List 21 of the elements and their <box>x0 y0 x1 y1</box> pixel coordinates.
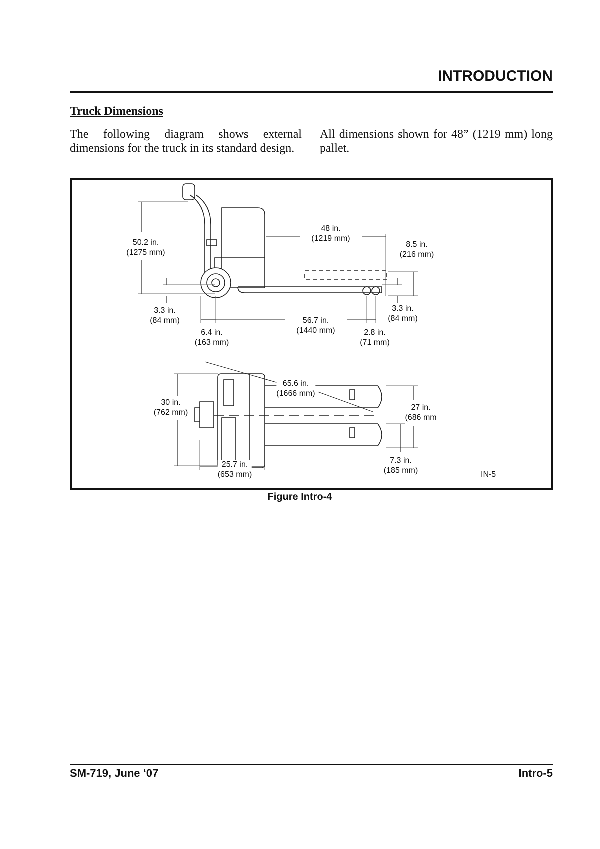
page-number: Intro-5 <box>518 768 553 780</box>
dimension-label: 56.7 in. (1440 mm) <box>296 316 336 336</box>
figure-caption: Figure Intro-4 <box>266 492 334 503</box>
dimension-label: 3.3 in. (84 mm) <box>150 306 180 326</box>
dimension-label: 30 in. (762 mm) <box>154 398 188 418</box>
section-heading: INTRODUCTION <box>438 68 553 85</box>
footer-text: SM-719, June ‘07 <box>70 768 159 780</box>
dimension-label: 65.6 in. (1666 mm) <box>276 379 316 399</box>
dimension-label: 6.4 in. (163 mm) <box>194 328 230 348</box>
dimension-label: 48 in. (1219 mm) <box>312 224 350 244</box>
dimension-label: 3.3 in. (84 mm) <box>388 304 418 324</box>
subsection-title: Truck Dimensions <box>70 104 164 119</box>
dimension-label: 7.3 in. (185 mm) <box>384 456 418 476</box>
dimension-label: 2.8 in. (71 mm) <box>360 328 390 348</box>
dimension-label: 27 in. (686 mm <box>405 403 437 423</box>
dimension-label: 25.7 in. (653 mm) <box>218 460 252 480</box>
dimension-label: 50.2 in. (1275 mm) <box>126 238 166 258</box>
dimension-label: 8.5 in. (216 mm) <box>400 240 434 260</box>
body-paragraph: The following diagram shows external dimensions for the truck in its standard design. <box>70 127 302 155</box>
figure-code: IN-5 <box>481 470 496 479</box>
body-paragraph: All dimensions shown for 48” (1219 mm) long pallet. <box>320 127 553 155</box>
